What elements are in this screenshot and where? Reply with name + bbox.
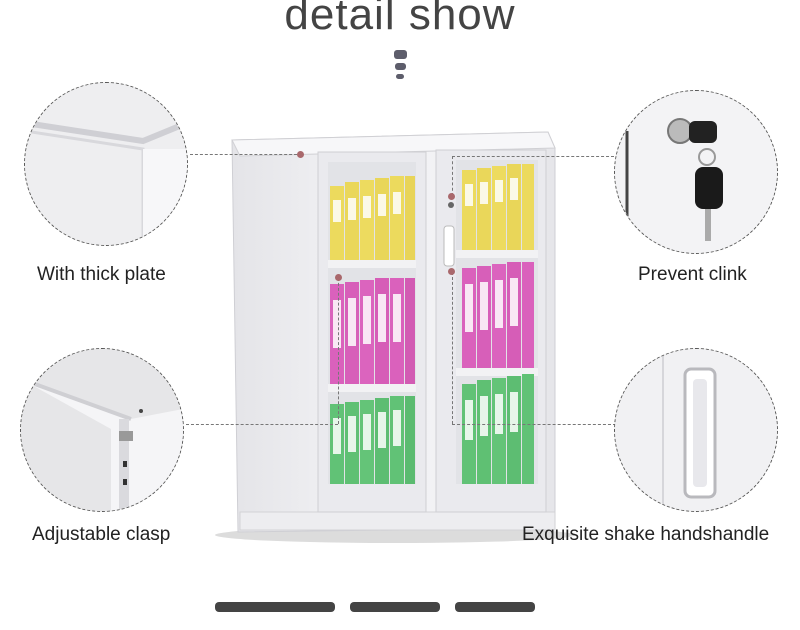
caption-adjustable-clasp: Adjustable clasp: [32, 524, 171, 545]
guide-line-clasp: [186, 424, 338, 425]
detail-handle-image: [614, 348, 778, 512]
detail-clasp-image: [20, 348, 184, 512]
caption-prevent-clink: Prevent clink: [638, 264, 747, 285]
decorative-dots: [393, 50, 407, 83]
detail-lock-image: [614, 90, 778, 254]
pin-prevent-clink: [448, 193, 455, 200]
guide-line-thick-plate: [190, 154, 302, 155]
detail-thick-plate-image: [24, 82, 188, 246]
guide-line-handle: [452, 424, 616, 425]
cabinet-image: [215, 131, 575, 543]
guide-line-prevent-clink: [452, 156, 614, 157]
next-section-title-cropped: [0, 590, 800, 630]
caption-thick-plate: With thick plate: [37, 264, 166, 285]
page-title: detail show: [284, 0, 516, 39]
pin-thick-plate: [297, 151, 304, 158]
pin-clasp: [335, 274, 342, 281]
pin-handle: [448, 268, 455, 275]
caption-shake-handle: Exquisite shake handshandle: [522, 524, 770, 545]
